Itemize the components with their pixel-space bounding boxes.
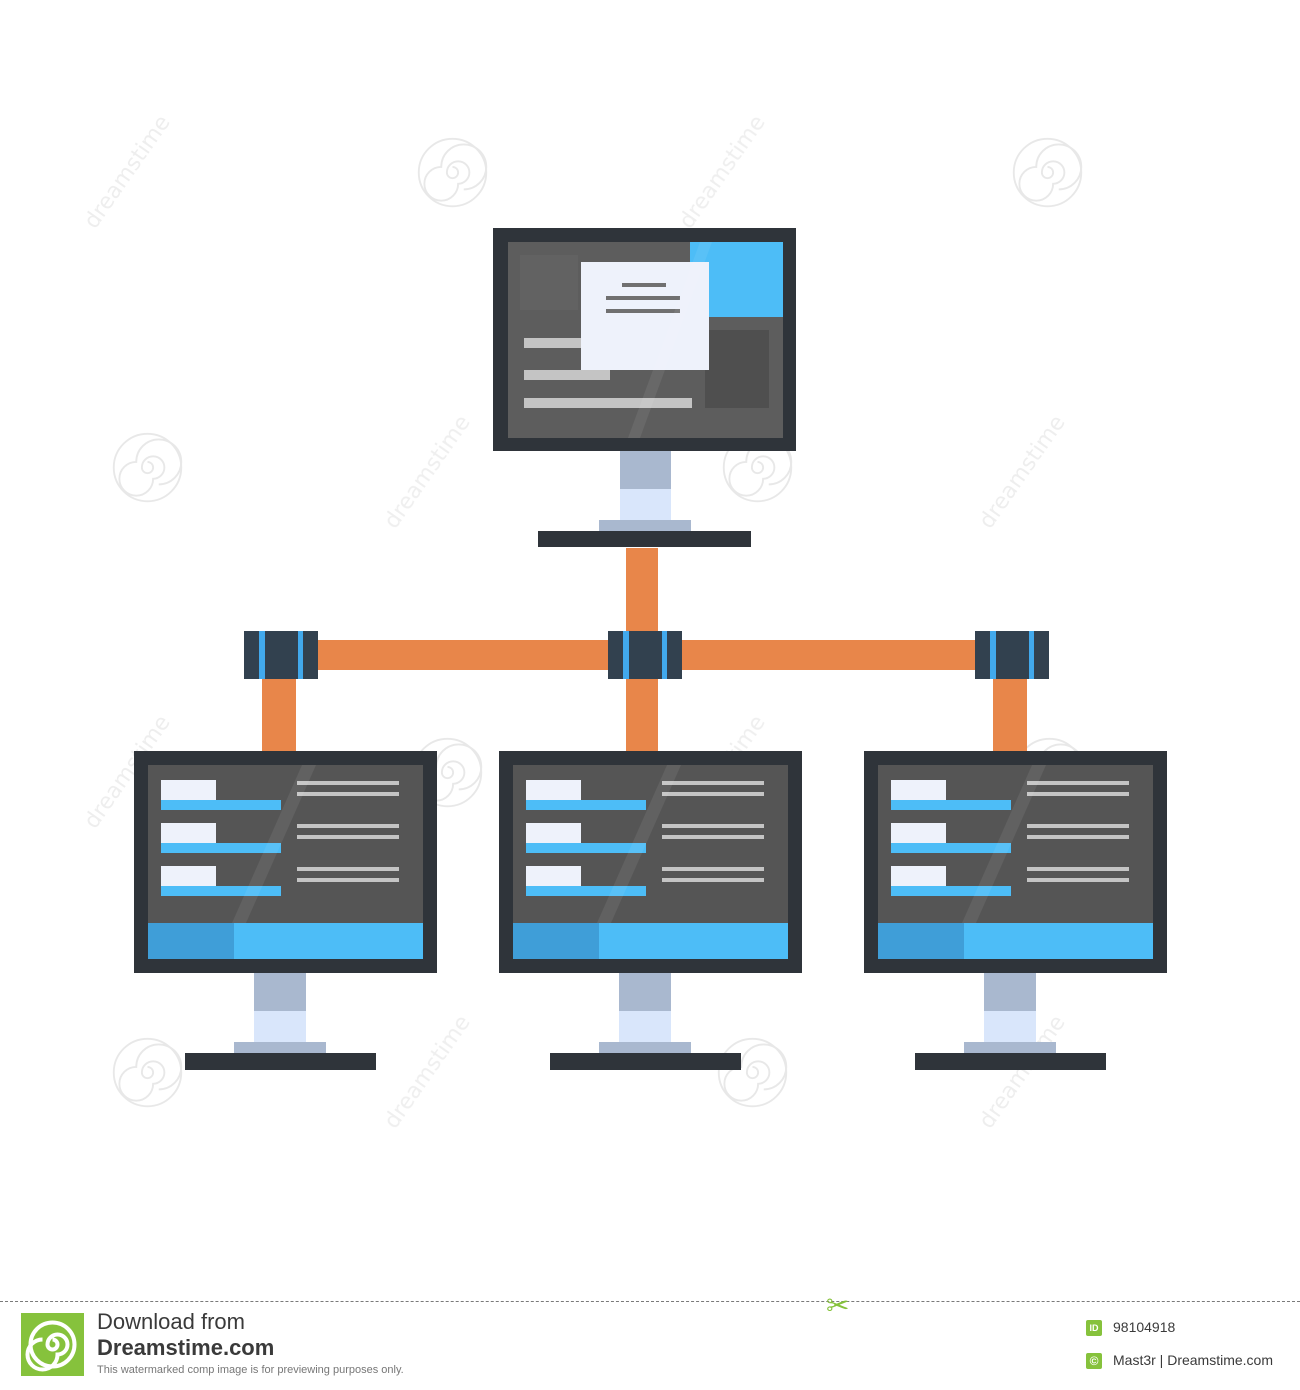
monitor-neck bbox=[254, 973, 306, 1011]
download-from-label: Download from bbox=[97, 1309, 245, 1334]
text-line bbox=[1027, 792, 1129, 796]
monitor-base bbox=[550, 1053, 741, 1070]
cut-line bbox=[0, 1301, 1300, 1302]
watermark-spiral-icon bbox=[1012, 137, 1083, 208]
list-item-box bbox=[161, 780, 216, 800]
text-line bbox=[1027, 867, 1129, 871]
monitor-neck bbox=[620, 451, 671, 489]
client-monitor-2 bbox=[499, 751, 802, 1070]
client-monitor-3 bbox=[864, 751, 1167, 1070]
list-item-bar bbox=[161, 800, 281, 810]
text-line bbox=[1027, 824, 1129, 828]
list-item-box bbox=[526, 823, 581, 843]
list-item-bar bbox=[161, 843, 281, 853]
text-line bbox=[1027, 835, 1129, 839]
text-line bbox=[662, 867, 764, 871]
text-line bbox=[297, 867, 399, 871]
connector-left bbox=[244, 631, 318, 679]
watermark-spiral-icon bbox=[112, 1037, 183, 1108]
text-line bbox=[662, 878, 764, 882]
monitor-base bbox=[185, 1053, 376, 1070]
watermark-text: dreamstime bbox=[79, 111, 175, 234]
copyright-badge: © bbox=[1086, 1353, 1102, 1369]
list-item-box bbox=[891, 780, 946, 800]
text-line bbox=[297, 878, 399, 882]
list-item-box bbox=[891, 866, 946, 886]
monitor-neck bbox=[619, 973, 671, 1011]
watermark-note: This watermarked comp image is for previ… bbox=[97, 1364, 404, 1376]
monitor-neck-lower bbox=[619, 1011, 671, 1044]
monitor-neck-lower bbox=[984, 1011, 1036, 1044]
connector-right bbox=[975, 631, 1049, 679]
list-item-box bbox=[161, 823, 216, 843]
taskbar-segment bbox=[513, 923, 599, 959]
list-item-box bbox=[891, 823, 946, 843]
screen-glare bbox=[232, 765, 316, 923]
screen-glare bbox=[962, 765, 1046, 923]
taskbar-segment bbox=[878, 923, 964, 959]
watermark-text: dreamstime bbox=[379, 1011, 475, 1134]
list-item-bar bbox=[891, 800, 1011, 810]
document-icon bbox=[581, 262, 709, 370]
list-item-bar bbox=[891, 886, 1011, 896]
watermark-text: dreamstime bbox=[379, 411, 475, 534]
connector-center bbox=[608, 631, 682, 679]
image-id: 98104918 bbox=[1113, 1319, 1176, 1335]
scissors-icon: ✂ bbox=[826, 1290, 850, 1321]
monitor-foot bbox=[234, 1042, 326, 1053]
client-monitors bbox=[134, 751, 1167, 1070]
list-item-bar bbox=[891, 843, 1011, 853]
monitor-base bbox=[538, 531, 751, 547]
monitor-foot bbox=[599, 1042, 691, 1053]
list-item-bar bbox=[526, 886, 646, 896]
text-line bbox=[297, 781, 399, 785]
text-line bbox=[662, 835, 764, 839]
monitor-neck-lower bbox=[254, 1011, 306, 1044]
dreamstime-logo-icon bbox=[21, 1313, 84, 1376]
site-name: Dreamstime.com bbox=[97, 1335, 275, 1360]
text-line bbox=[297, 835, 399, 839]
screen-glare bbox=[597, 765, 681, 923]
download-footer: ✂ Download from Dreamstime.com This wate… bbox=[0, 1292, 1300, 1390]
list-item-box bbox=[161, 866, 216, 886]
network-diagram: dreamstime dreamstime dreamstime dreamst… bbox=[79, 111, 1167, 1134]
text-line bbox=[662, 824, 764, 828]
list-item-bar bbox=[526, 800, 646, 810]
watermark-spiral-icon bbox=[717, 1037, 788, 1108]
monitor-foot bbox=[964, 1042, 1056, 1053]
monitor-neck bbox=[984, 973, 1036, 1011]
text-line bbox=[297, 792, 399, 796]
watermark-spiral-icon bbox=[112, 432, 183, 503]
client-monitor-1 bbox=[134, 751, 437, 1070]
monitor-base bbox=[915, 1053, 1106, 1070]
text-line bbox=[662, 792, 764, 796]
server-monitor bbox=[493, 228, 796, 547]
watermark-spiral-icon bbox=[417, 137, 488, 208]
list-item-box bbox=[526, 866, 581, 886]
list-item-box bbox=[526, 780, 581, 800]
text-line bbox=[1027, 781, 1129, 785]
list-item-bar bbox=[161, 886, 281, 896]
text-line bbox=[297, 824, 399, 828]
taskbar-segment bbox=[148, 923, 234, 959]
list-item-bar bbox=[526, 843, 646, 853]
author-credit: Mast3r | Dreamstime.com bbox=[1113, 1352, 1273, 1368]
watermark-text: dreamstime bbox=[974, 411, 1070, 534]
id-badge: ID bbox=[1086, 1320, 1102, 1336]
watermark-text: dreamstime bbox=[674, 111, 770, 234]
text-line bbox=[662, 781, 764, 785]
text-line bbox=[1027, 878, 1129, 882]
